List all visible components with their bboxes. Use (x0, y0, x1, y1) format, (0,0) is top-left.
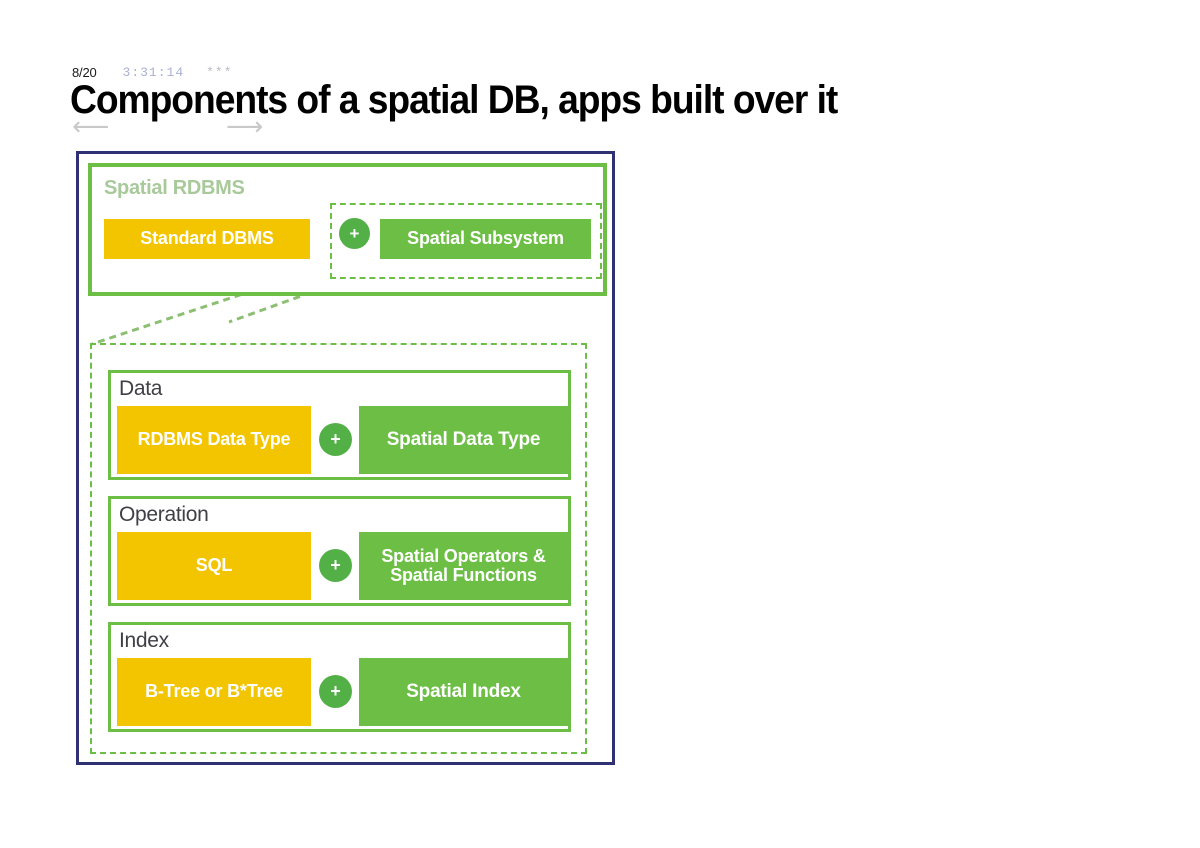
sql-box: SQL (117, 532, 311, 600)
slide-navigation: ⟵ ⟶ (72, 114, 292, 140)
session-timer: 3:31:14 (122, 64, 185, 80)
next-slide-arrow-icon[interactable]: ⟶ (226, 112, 264, 142)
standard-dbms-box: Standard DBMS (104, 219, 310, 259)
detail-block-data: Data RDBMS Data Type + Spatial Data Type (108, 370, 571, 480)
spatial-operators-functions-box: Spatial Operators &Spatial Functions (359, 532, 568, 600)
plus-badge-icon: + (339, 218, 370, 249)
spatial-rdbms-label: Spatial RDBMS (104, 177, 245, 199)
spatial-data-type-box: Spatial Data Type (359, 406, 568, 474)
plus-badge-icon: + (319, 675, 352, 708)
detail-block-index: Index B-Tree or B*Tree + Spatial Index (108, 622, 571, 732)
page-title: Components of a spatial DB, apps built o… (70, 78, 838, 122)
diagram-frame: Spatial RDBMS Standard DBMS + Spatial Su… (76, 151, 615, 765)
spatial-subsystem-detail-container: Data RDBMS Data Type + Spatial Data Type… (90, 343, 587, 754)
spatial-subsystem-box: Spatial Subsystem (380, 219, 591, 259)
detail-block-label: Index (119, 629, 169, 652)
page-indicator: 8/20 (72, 64, 97, 80)
detail-block-label: Operation (119, 503, 209, 526)
spatial-index-box: Spatial Index (359, 658, 568, 726)
detail-block-operation: Operation SQL + Spatial Operators &Spati… (108, 496, 571, 606)
detail-block-label: Data (119, 377, 163, 400)
rating-stars: *** (206, 64, 233, 80)
rdbms-data-type-box: RDBMS Data Type (117, 406, 311, 474)
spatial-rdbms-block: Spatial RDBMS Standard DBMS + Spatial Su… (88, 163, 607, 296)
plus-badge-icon: + (319, 423, 352, 456)
slide-meta-bar: 8/20 3:31:14 *** (72, 62, 233, 82)
prev-slide-arrow-icon[interactable]: ⟵ (72, 112, 110, 142)
plus-badge-icon: + (319, 549, 352, 582)
btree-box: B-Tree or B*Tree (117, 658, 311, 726)
spatial-subsystem-dashed-group (330, 203, 602, 279)
